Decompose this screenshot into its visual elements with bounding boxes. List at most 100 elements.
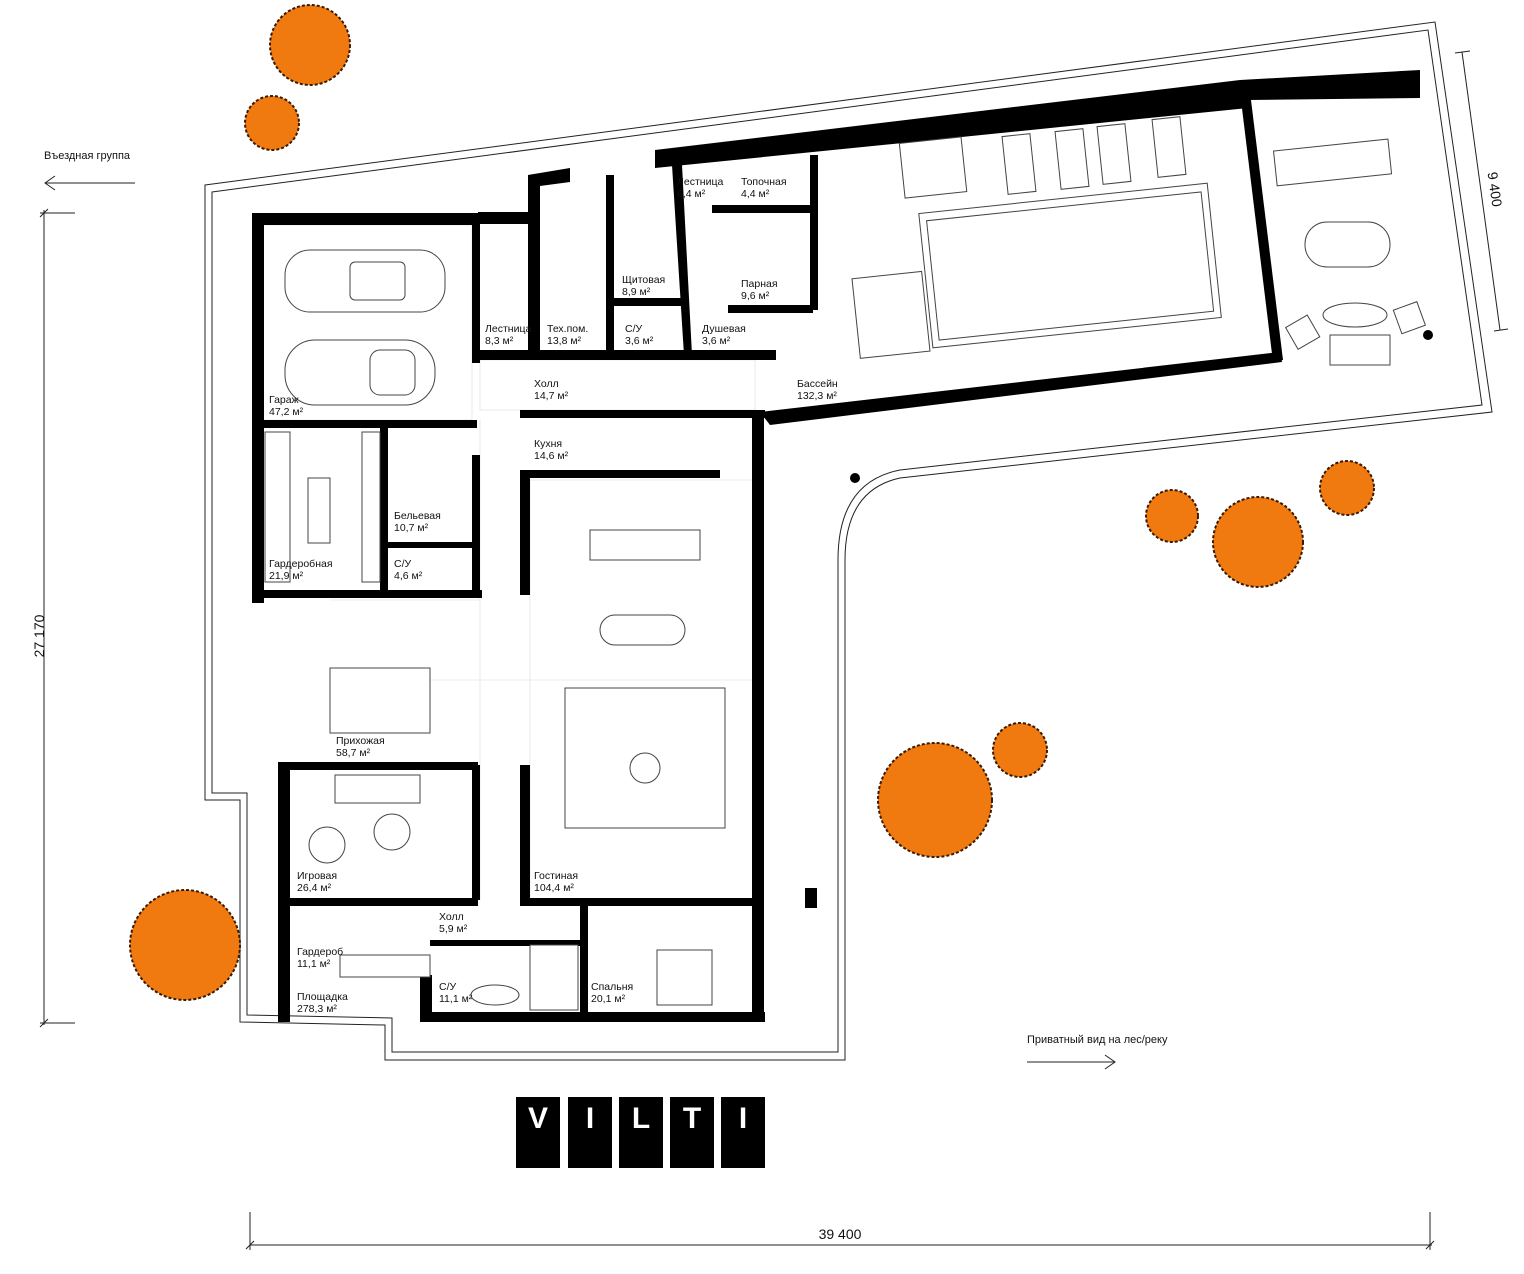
svg-text:С/У: С/У [625, 323, 643, 335]
svg-text:132,3 м²: 132,3 м² [797, 390, 837, 402]
tree [1145, 489, 1199, 543]
svg-text:47,2 м²: 47,2 м² [269, 406, 304, 418]
dimension-width: 39 400 [245, 1212, 1435, 1250]
svg-text:9,6 м²: 9,6 м² [741, 290, 770, 302]
svg-text:Гостиная: Гостиная [534, 870, 578, 882]
svg-text:Игровая: Игровая [297, 870, 337, 882]
svg-text:9 400: 9 400 [1485, 171, 1506, 208]
svg-text:Лестница: Лестница [485, 323, 531, 335]
svg-text:3,6 м²: 3,6 м² [702, 335, 731, 347]
svg-text:Тех.пом.: Тех.пом. [547, 323, 588, 335]
svg-text:Гараж: Гараж [269, 394, 299, 406]
svg-text:Гардеробная: Гардеробная [269, 558, 333, 570]
svg-text:8,3 м²: 8,3 м² [485, 335, 514, 347]
svg-text:Душевая: Душевая [702, 323, 746, 335]
svg-text:10,7 м²: 10,7 м² [394, 522, 429, 534]
svg-text:11,1 м²: 11,1 м² [297, 958, 331, 970]
svg-text:Въездная группа: Въездная группа [44, 150, 131, 162]
tree [877, 742, 993, 858]
svg-text:8,9 м²: 8,9 м² [622, 286, 651, 298]
svg-text:13,8 м²: 13,8 м² [547, 335, 582, 347]
car-sport [284, 339, 436, 406]
svg-text:С/У: С/У [394, 558, 412, 570]
svg-text:278,3 м²: 278,3 м² [297, 1003, 337, 1015]
svg-text:Топочная: Топочная [741, 176, 787, 188]
room-tech: Тех.пом.13,8 м² [547, 323, 588, 347]
svg-text:Лестница: Лестница [677, 176, 723, 188]
bathtub [470, 984, 520, 1006]
pool-wing [655, 70, 1433, 483]
svg-text:Парная: Парная [741, 278, 778, 290]
svg-text:Приватный вид на лес/реку: Приватный вид на лес/реку [1027, 1034, 1168, 1046]
dining-table [599, 614, 686, 646]
svg-text:Площадка: Площадка [297, 991, 348, 1003]
svg-text:С/У: С/У [439, 981, 457, 993]
walls [252, 155, 818, 1022]
arrow-left-icon [44, 175, 135, 191]
svg-text:11,1 м²: 11,1 м² [439, 993, 473, 1005]
trees [129, 4, 1375, 1001]
svg-text:Спальня: Спальня [591, 981, 633, 993]
room-wc3: С/У11,1 м² [439, 981, 473, 1005]
svg-text:14,6 м²: 14,6 м² [534, 450, 569, 462]
svg-text:Бельевая: Бельевая [394, 510, 441, 522]
svg-text:58,7 м²: 58,7 м² [336, 747, 371, 759]
svg-text:Холл: Холл [439, 911, 464, 923]
arrow-right-icon [1027, 1054, 1116, 1070]
outdoor-dining [1272, 138, 1427, 366]
dimension-pool-wing: 9 400 [1454, 50, 1509, 332]
svg-text:20,1 м²: 20,1 м² [591, 993, 626, 1005]
view-annotation: Приватный вид на лес/реку [1027, 1034, 1168, 1070]
svg-text:26,4 м²: 26,4 м² [297, 882, 332, 894]
car-suv [284, 249, 446, 313]
svg-text:Холл: Холл [534, 378, 559, 390]
tree [992, 722, 1048, 778]
svg-text:Прихожая: Прихожая [336, 735, 385, 747]
svg-text:Бассейн: Бассейн [797, 378, 838, 390]
svg-text:3,6 м²: 3,6 м² [625, 335, 654, 347]
svg-text:Кухня: Кухня [534, 438, 562, 450]
sun-loungers [1001, 116, 1187, 195]
tree [1319, 460, 1375, 516]
furniture [264, 249, 726, 1011]
entry-annotation: Въездная группа [44, 150, 135, 191]
svg-text:Щитовая: Щитовая [622, 274, 665, 286]
tree [1212, 496, 1304, 588]
svg-text:I: I [739, 1102, 747, 1135]
room-wc2: С/У4,6 м² [394, 558, 423, 582]
svg-text:104,4 м²: 104,4 м² [534, 882, 574, 894]
bed [656, 949, 713, 1006]
svg-text:39 400: 39 400 [819, 1226, 862, 1242]
tree [129, 889, 241, 1001]
svg-text:V: V [528, 1102, 548, 1135]
tree [244, 95, 300, 151]
tree [269, 4, 351, 86]
svg-text:14,7 м²: 14,7 м² [534, 390, 569, 402]
vilti-logo: V I L T I [516, 1097, 765, 1168]
svg-text:Гардероб: Гардероб [297, 946, 343, 958]
svg-text:21,9 м²: 21,9 м² [269, 570, 304, 582]
room-wc1: С/У3,6 м² [625, 323, 654, 347]
svg-text:5,9 м²: 5,9 м² [439, 923, 468, 935]
svg-text:L: L [632, 1102, 650, 1135]
